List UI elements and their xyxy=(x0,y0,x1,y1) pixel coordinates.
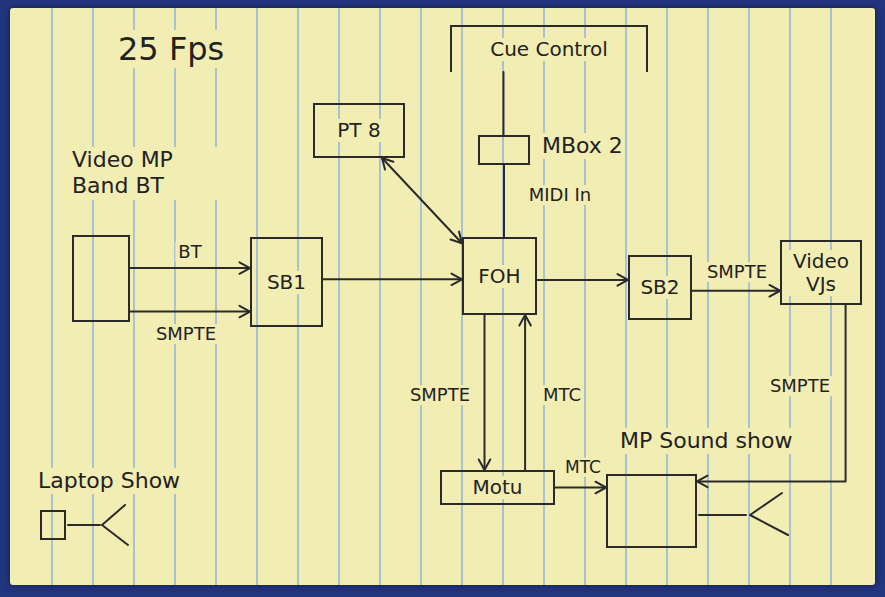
connector xyxy=(555,482,606,494)
arrow-head xyxy=(479,459,491,470)
diagram-title: 25 Fps xyxy=(115,30,227,68)
connector xyxy=(692,285,780,297)
box-heading: Video MP Band BT xyxy=(70,147,224,200)
process-box: PT 8 xyxy=(313,103,405,158)
connector-line xyxy=(382,158,462,243)
arrow-head xyxy=(595,482,606,494)
arrow-head xyxy=(451,274,462,286)
arrow-head xyxy=(451,232,462,244)
signal-label: SMPTE xyxy=(704,262,770,282)
box-label: SB1 xyxy=(265,271,308,294)
process-box: Cue Control xyxy=(450,25,648,72)
connector-line xyxy=(323,278,462,280)
arrow-head xyxy=(239,306,250,318)
box-label: PT 8 xyxy=(335,119,382,142)
box-heading: Laptop Show xyxy=(36,468,182,494)
connector xyxy=(130,262,250,274)
connector-line xyxy=(484,315,486,470)
connector xyxy=(323,274,462,286)
signal-label: MIDI In xyxy=(526,185,594,205)
box-label: Cue Control xyxy=(488,38,610,61)
arrow-head xyxy=(519,315,531,326)
connector xyxy=(537,274,628,286)
device-box: Laptop Show xyxy=(40,510,66,540)
box-label: Video VJs xyxy=(786,250,856,296)
connector-line xyxy=(697,305,846,481)
device-box: Video MP Band BT xyxy=(72,235,130,322)
arrow-head xyxy=(769,285,780,297)
device-box: MBox 2 xyxy=(478,135,530,165)
process-box: Motu xyxy=(440,470,555,505)
connector xyxy=(382,158,462,243)
connector xyxy=(502,72,504,135)
arrow-head xyxy=(617,274,628,286)
box-label: SB2 xyxy=(638,276,681,299)
signal-label: BT xyxy=(175,242,204,262)
signal-label: SMPTE xyxy=(153,324,219,344)
box-label: FOH xyxy=(476,265,522,288)
connector-line xyxy=(524,315,526,470)
process-box: Video VJs xyxy=(780,240,862,305)
index-card xyxy=(10,8,875,585)
arrow-head xyxy=(697,476,708,488)
box-heading: MBox 2 xyxy=(540,133,625,159)
connector-line xyxy=(537,279,628,281)
connector xyxy=(479,315,491,470)
signal-label: MTC xyxy=(562,458,604,477)
connector-line xyxy=(503,165,505,237)
device-box: MP Sound show xyxy=(606,474,697,548)
box-label: Motu xyxy=(470,476,524,499)
arrow-head xyxy=(239,262,250,274)
process-box: SB2 xyxy=(628,255,692,320)
signal-label: SMPTE xyxy=(407,385,473,405)
connector xyxy=(697,305,846,487)
ruled-lines xyxy=(52,8,831,585)
process-box: FOH xyxy=(462,237,537,315)
speaker-symbol xyxy=(699,493,788,535)
signal-label: SMPTE xyxy=(767,376,833,396)
connector-line xyxy=(130,267,250,269)
signal-label: MTC xyxy=(540,385,584,405)
speaker-symbol xyxy=(68,505,128,545)
connector xyxy=(503,165,505,237)
arrow-head xyxy=(382,158,393,170)
connector-line xyxy=(692,290,780,292)
box-heading: MP Sound show xyxy=(618,428,794,454)
process-box: SB1 xyxy=(250,237,323,327)
connector-line xyxy=(130,311,250,313)
connector xyxy=(519,315,531,470)
connector-line xyxy=(502,72,504,135)
connector-line xyxy=(555,487,606,489)
connector xyxy=(130,306,250,318)
